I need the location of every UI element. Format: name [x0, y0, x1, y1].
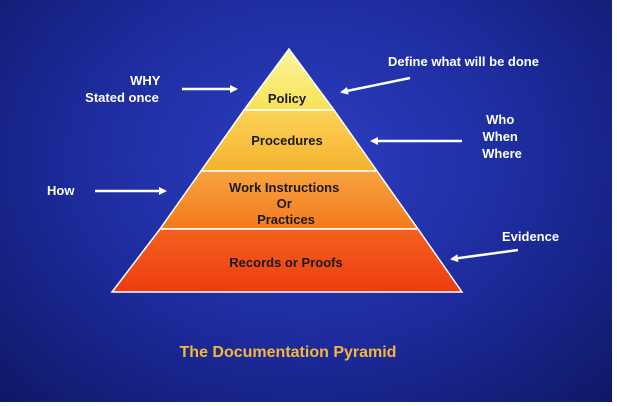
evidence-annotation: Evidence	[502, 229, 559, 244]
right-border	[612, 0, 617, 406]
diagram-title: The Documentation Pyramid	[180, 344, 397, 361]
define-arrow	[340, 76, 411, 95]
bottom-border	[0, 402, 617, 406]
how-annotation: How	[47, 183, 75, 198]
records-label: Records or Proofs	[229, 255, 342, 270]
work-instructions-label: Work Instructions Or Practices	[229, 180, 343, 227]
evidence-arrow	[450, 248, 519, 263]
policy-label: Policy	[268, 91, 307, 106]
procedures-label: Procedures	[251, 133, 323, 148]
pyramid-layer-records	[110, 228, 464, 293]
why-annotation: WHY Stated once	[85, 73, 164, 105]
who-when-where-annotation: Who When Where	[482, 112, 522, 161]
define-annotation: Define what will be done	[388, 54, 539, 69]
